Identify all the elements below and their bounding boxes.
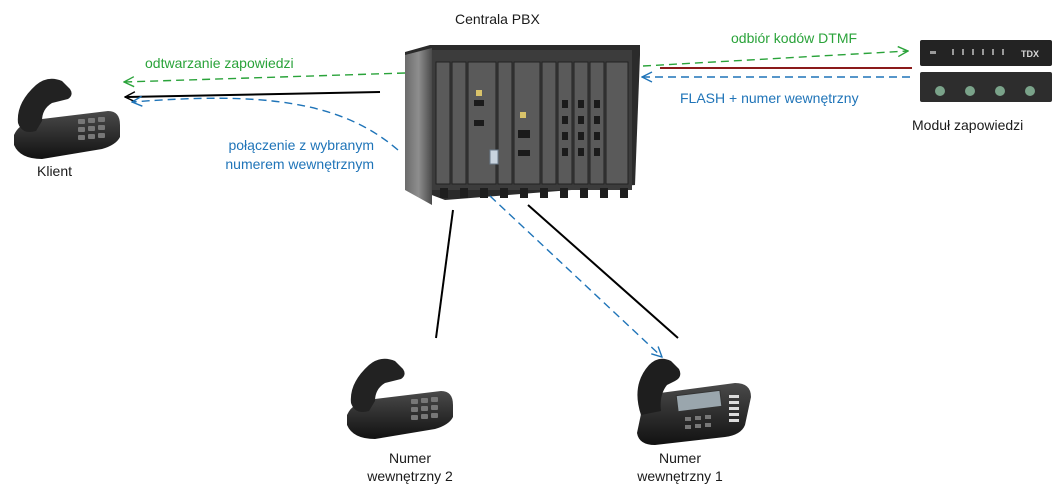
- extension-2-label-line1: Numer: [388, 450, 431, 466]
- announcement-module-icon: [920, 40, 1052, 102]
- black-line-to-client: [125, 91, 381, 97]
- pbx-chassis-icon: [405, 45, 640, 205]
- dtmf-label: odbiór kodów DTMF: [731, 30, 858, 46]
- module-label: Moduł zapowiedzi: [912, 117, 1024, 133]
- line-to-extension-2: [435, 209, 454, 339]
- extension-1-label-line1: Numer: [658, 450, 701, 466]
- connection-label-line1: połączenie z wybranym: [228, 137, 374, 153]
- green-arrow-dtmf: [642, 51, 908, 67]
- desk-phone-icon: [14, 78, 120, 159]
- green-arrow-playback: [124, 72, 406, 82]
- ip-phone-icon: [637, 358, 751, 445]
- playback-label: odtwarzanie zapowiedzi: [145, 55, 294, 71]
- flash-label: FLASH + numer wewnętrzny: [680, 90, 859, 106]
- extension-1-label-line2: wewnętrzny 1: [637, 468, 723, 484]
- module-logo: TDX: [1021, 49, 1039, 59]
- blue-curve-to-client: [132, 98, 399, 151]
- desk-phone-icon: [347, 358, 453, 439]
- connection-label-line2: numerem wewnętrznym: [225, 156, 374, 172]
- pbx-title: Centrala PBX: [455, 11, 540, 27]
- extension-2-label-line2: wewnętrzny 2: [367, 468, 453, 484]
- line-to-extension-1: [527, 204, 679, 339]
- client-label: Klient: [37, 163, 73, 179]
- blue-arrow-to-extension-1: [489, 195, 662, 357]
